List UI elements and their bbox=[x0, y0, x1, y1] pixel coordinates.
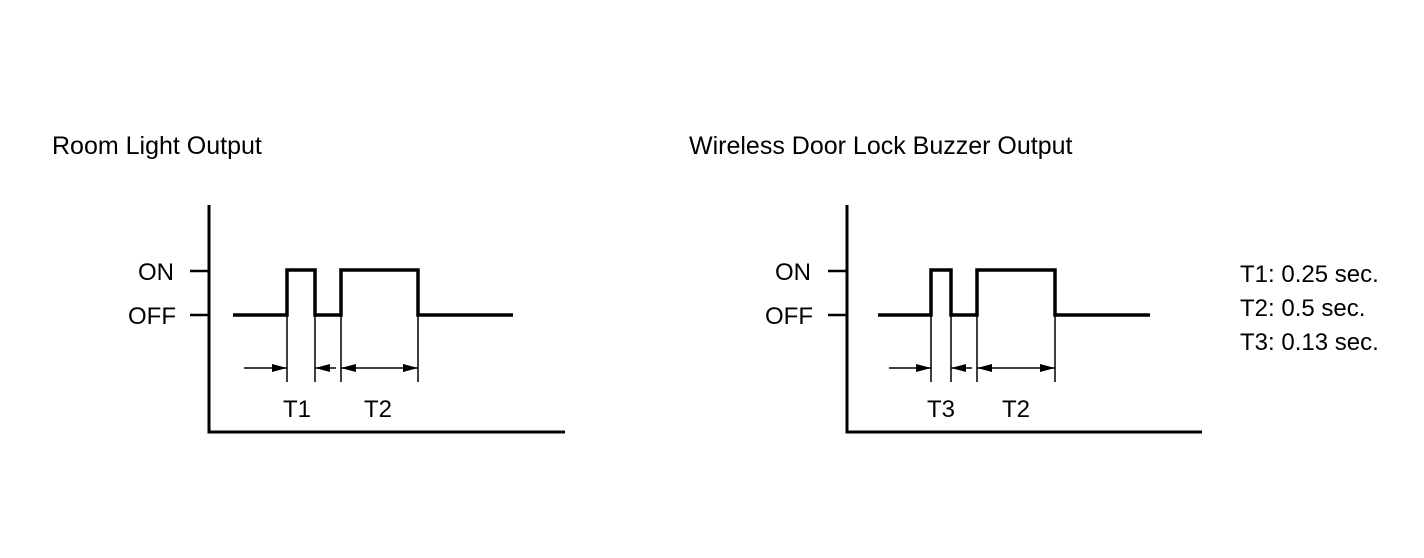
interval-label: T2 bbox=[364, 396, 392, 423]
arrowhead bbox=[1040, 364, 1055, 372]
level-on-label: ON bbox=[138, 259, 174, 286]
buzzer-diagram: Wireless Door Lock Buzzer Output ON OFF … bbox=[689, 132, 1202, 434]
arrowhead bbox=[977, 364, 992, 372]
legend-item: T2: 0.5 sec. bbox=[1240, 295, 1365, 322]
legend-item: T1: 0.25 sec. bbox=[1240, 261, 1379, 288]
level-off-label: OFF bbox=[765, 303, 813, 330]
diagram-title: Wireless Door Lock Buzzer Output bbox=[689, 132, 1073, 160]
timing-legend: T1: 0.25 sec. T2: 0.5 sec. T3: 0.13 sec. bbox=[1240, 261, 1379, 356]
output-waveform bbox=[878, 268, 1150, 317]
interval-label: T2 bbox=[1002, 396, 1030, 423]
arrowhead bbox=[951, 364, 966, 372]
diagram-title: Room Light Output bbox=[52, 132, 262, 160]
arrowhead bbox=[341, 364, 356, 372]
level-off-label: OFF bbox=[128, 303, 176, 330]
room-light-diagram: Room Light Output ON OFF T1 T2 bbox=[52, 132, 565, 434]
axes bbox=[845, 205, 1202, 434]
output-waveform bbox=[233, 268, 513, 317]
arrowhead bbox=[315, 364, 330, 372]
arrowhead bbox=[272, 364, 287, 372]
interval-label: T3 bbox=[927, 396, 955, 423]
arrowhead bbox=[403, 364, 418, 372]
axes bbox=[207, 205, 565, 434]
level-on-label: ON bbox=[775, 259, 811, 286]
legend-item: T3: 0.13 sec. bbox=[1240, 329, 1379, 356]
arrowhead bbox=[916, 364, 931, 372]
interval-label: T1 bbox=[283, 396, 311, 423]
